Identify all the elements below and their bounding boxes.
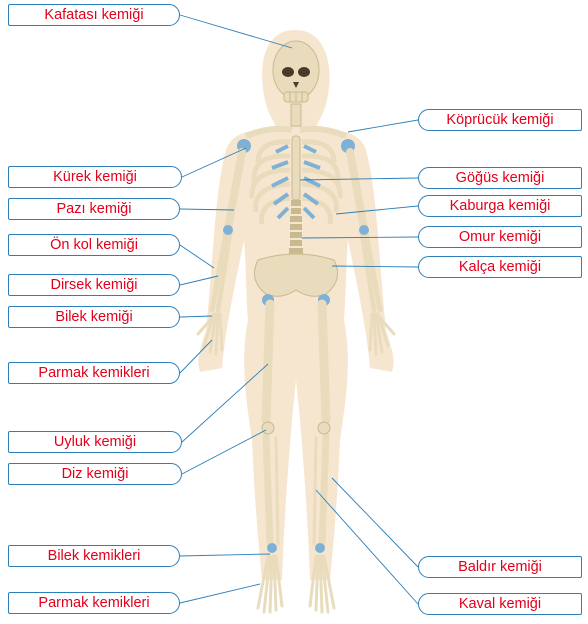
label-scapula: Kürek kemiği [8, 166, 182, 188]
label-femur: Uyluk kemiği [8, 431, 182, 453]
label-skull: Kafatası kemiği [8, 4, 180, 26]
label-tibia: Kaval kemiği [418, 593, 582, 615]
label-patella: Diz kemiği [8, 463, 182, 485]
label-ulna: Dirsek kemiği [8, 274, 180, 296]
label-humerus: Pazı kemiği [8, 198, 180, 220]
label-sternum: Göğüs kemiği [418, 167, 582, 189]
label-radius: Ön kol kemiği [8, 234, 180, 256]
label-wrist: Bilek kemiği [8, 306, 180, 328]
skull-shape [273, 41, 319, 99]
label-fibula: Baldır kemiği [418, 556, 582, 578]
label-tarsals: Bilek kemikleri [8, 545, 180, 567]
label-vertebra: Omur kemiği [418, 226, 582, 248]
pelvis-shape [254, 254, 337, 296]
label-ribs: Kaburga kemiği [418, 195, 582, 217]
label-finger-bones: Parmak kemikleri [8, 362, 180, 384]
label-clavicle: Köprücük kemiği [418, 109, 582, 131]
label-pelvis: Kalça kemiği [418, 256, 582, 278]
label-toe-bones: Parmak kemikleri [8, 592, 180, 614]
